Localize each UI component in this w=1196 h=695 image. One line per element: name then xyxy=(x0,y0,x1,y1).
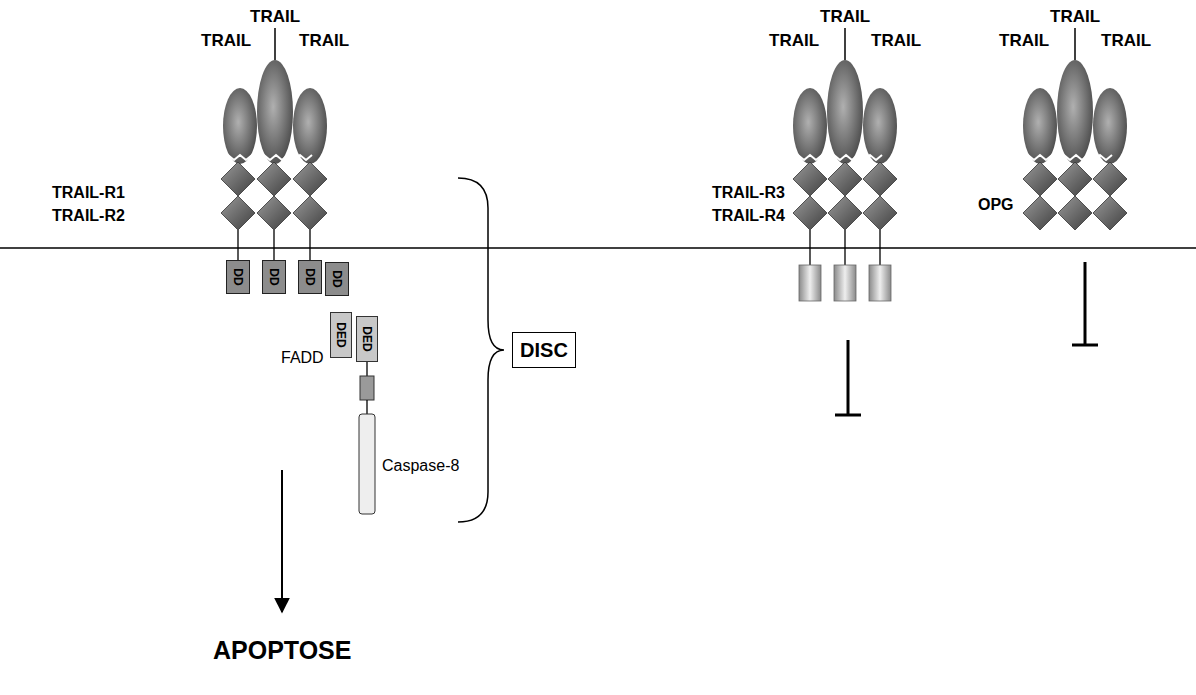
ligand-label: TRAIL xyxy=(201,31,251,51)
inhibition-symbol xyxy=(835,340,861,415)
adaptor-label: FADD xyxy=(281,349,324,367)
node-text: DED xyxy=(360,326,374,351)
receptor-label: TRAIL-R4 xyxy=(712,207,785,225)
receptor-domains xyxy=(221,162,327,230)
death-domain-box: DD xyxy=(325,262,349,296)
receptor-label: OPG xyxy=(978,196,1014,214)
outcome-label: APOPTOSE xyxy=(213,636,351,665)
node-text: DED xyxy=(334,322,348,347)
death-effector-domain-box: DED xyxy=(356,316,378,362)
death-effector-domain-box: DED xyxy=(330,312,352,358)
truncated-death-domains xyxy=(799,265,891,301)
decoy-stems xyxy=(810,230,880,265)
receptor-label: TRAIL-R3 xyxy=(712,184,785,202)
node-text: DD xyxy=(330,270,344,287)
ligand-label: TRAIL xyxy=(250,7,300,27)
ligand-label: TRAIL xyxy=(299,31,349,51)
ligand-label: TRAIL xyxy=(1101,31,1151,51)
disc-box: DISC xyxy=(512,332,576,368)
ligand-label: TRAIL xyxy=(1050,7,1100,27)
node-text: DD xyxy=(267,268,281,285)
receptor-label: TRAIL-R2 xyxy=(52,207,125,225)
apoptosis-arrow xyxy=(281,470,283,612)
decoy-receptor-domains xyxy=(793,162,897,230)
disc-brace xyxy=(458,178,504,522)
death-domain-box: DD xyxy=(298,260,322,294)
node-text: DD xyxy=(231,268,245,285)
transmembrane-stems xyxy=(238,230,310,260)
ligand-label: TRAIL xyxy=(769,31,819,51)
node-text: DD xyxy=(303,268,317,285)
node-text: DISC xyxy=(520,339,568,362)
membrane-line xyxy=(0,247,1196,249)
receptor-label: TRAIL-R1 xyxy=(52,184,125,202)
ligand-label: TRAIL xyxy=(871,31,921,51)
ligand-label: TRAIL xyxy=(999,31,1049,51)
ligand-label: TRAIL xyxy=(820,7,870,27)
caspase-8-chain xyxy=(359,362,375,514)
opg-domains xyxy=(1023,162,1127,230)
caspase-label: Caspase-8 xyxy=(382,457,459,475)
death-domain-box: DD xyxy=(262,260,286,294)
death-domain-box: DD xyxy=(226,260,250,294)
inhibition-symbol xyxy=(1072,262,1098,345)
